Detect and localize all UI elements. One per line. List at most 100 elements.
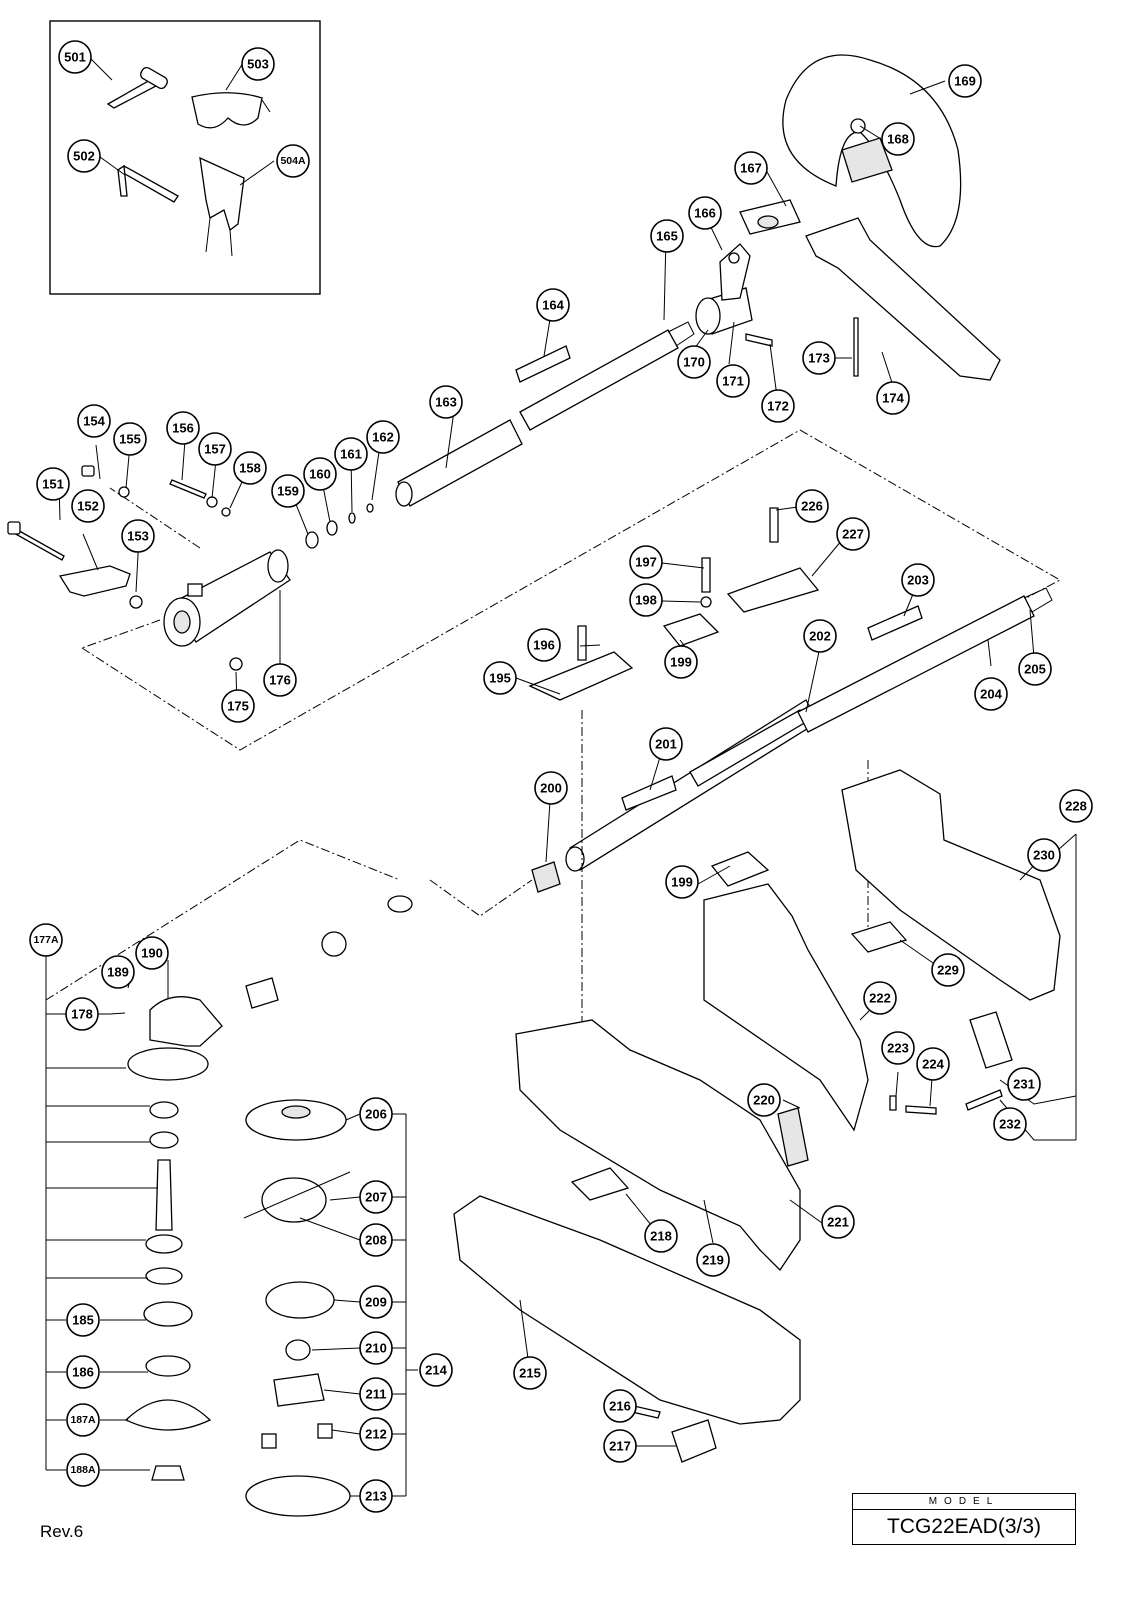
callout-197: 197	[629, 545, 663, 579]
clamp-195-part	[528, 651, 634, 701]
handle-bracket-166-part	[695, 243, 753, 335]
callout-162: 162	[366, 420, 400, 454]
washer-198-part	[700, 596, 712, 608]
guard-215-part	[453, 1195, 801, 1425]
svg-text:196: 196	[533, 638, 555, 653]
svg-text:208: 208	[365, 1233, 387, 1248]
callout-159: 159	[271, 474, 305, 508]
callout-503: 503	[241, 47, 275, 81]
cap-175-part	[229, 657, 243, 671]
guard-222-part	[703, 883, 869, 1132]
svg-text:161: 161	[340, 447, 362, 462]
callout-155: 155	[113, 422, 147, 456]
svg-text:174: 174	[882, 391, 904, 406]
callout-213: 213	[359, 1479, 393, 1513]
callout-196: 196	[527, 628, 561, 662]
svg-text:229: 229	[937, 963, 959, 978]
callout-188A: 188A	[66, 1453, 100, 1487]
svg-text:213: 213	[365, 1489, 387, 1504]
callout-178: 178	[65, 997, 99, 1031]
callout-221: 221	[821, 1205, 855, 1239]
callout-217: 217	[603, 1429, 637, 1463]
gear-stack-parts	[124, 1101, 212, 1481]
washer-158-part	[221, 507, 231, 517]
clamp-229-part	[850, 921, 908, 953]
callout-230: 230	[1027, 838, 1061, 872]
gear-part	[245, 977, 279, 1009]
callout-199-upper: 199	[664, 645, 698, 679]
callout-157: 157	[198, 432, 232, 466]
svg-text:176: 176	[269, 673, 291, 688]
washer-157-part	[206, 496, 218, 508]
svg-text:162: 162	[372, 430, 394, 445]
svg-text:232: 232	[999, 1117, 1021, 1132]
callout-200: 200	[534, 771, 568, 805]
svg-text:156: 156	[172, 421, 194, 436]
svg-text:228: 228	[1065, 799, 1087, 814]
svg-text:168: 168	[887, 132, 909, 147]
callout-187A: 187A	[66, 1403, 100, 1437]
callout-229: 229	[931, 953, 965, 987]
callout-206: 206	[359, 1097, 393, 1131]
svg-text:206: 206	[365, 1107, 387, 1122]
svg-text:221: 221	[827, 1215, 849, 1230]
washer-153-part	[129, 595, 143, 609]
svg-text:502: 502	[73, 149, 95, 164]
callout-228: 228	[1059, 789, 1093, 823]
callout-219: 219	[696, 1243, 730, 1277]
svg-text:195: 195	[489, 671, 511, 686]
callout-158: 158	[233, 451, 267, 485]
svg-text:222: 222	[869, 991, 891, 1006]
bracket-231-part	[969, 1011, 1013, 1069]
svg-text:166: 166	[694, 206, 716, 221]
callout-232: 232	[993, 1107, 1027, 1141]
bearing-part	[321, 931, 347, 957]
accessory-box	[49, 20, 321, 295]
callout-195: 195	[483, 661, 517, 695]
svg-text:169: 169	[954, 74, 976, 89]
svg-text:157: 157	[204, 442, 226, 457]
callout-164: 164	[536, 288, 570, 322]
svg-text:189: 189	[107, 965, 129, 980]
safety-goggles-part	[191, 92, 271, 129]
callout-152: 152	[71, 489, 105, 523]
bolt-154-part	[81, 465, 95, 477]
callout-153: 153	[121, 519, 155, 553]
callout-203: 203	[901, 563, 935, 597]
callout-154: 154	[77, 404, 111, 438]
hex-key-part	[116, 164, 179, 203]
model-name: TCG22EAD(3/3)	[886, 1515, 1042, 1538]
callout-222: 222	[863, 981, 897, 1015]
svg-text:218: 218	[650, 1229, 672, 1244]
callout-167: 167	[734, 151, 768, 185]
bolt-156-part	[169, 479, 207, 499]
clamp-dash-line	[81, 487, 201, 649]
svg-text:211: 211	[366, 1387, 387, 1402]
gear-dash-region	[45, 839, 533, 1001]
lever-152-part	[58, 565, 131, 597]
svg-text:198: 198	[635, 593, 657, 608]
callout-160: 160	[303, 457, 337, 491]
callout-168: 168	[881, 122, 915, 156]
gear-case-part	[127, 996, 223, 1081]
callout-156: 156	[166, 411, 200, 445]
label-164-part	[515, 345, 571, 383]
shaft-201-202-part	[565, 699, 819, 872]
callout-208: 208	[359, 1223, 393, 1257]
shaft-165-part	[519, 321, 695, 431]
svg-text:215: 215	[519, 1366, 541, 1381]
callout-501: 501	[58, 40, 92, 74]
svg-text:224: 224	[922, 1057, 944, 1072]
svg-text:159: 159	[277, 484, 299, 499]
svg-text:205: 205	[1024, 662, 1046, 677]
svg-text:204: 204	[980, 687, 1002, 702]
callout-220: 220	[747, 1083, 781, 1117]
clamp-199-part	[662, 613, 720, 647]
shoulder-harness-part	[199, 156, 245, 257]
bolt-173-part	[853, 317, 859, 377]
svg-text:170: 170	[683, 355, 705, 370]
svg-text:167: 167	[740, 161, 762, 176]
clamp-227-part	[726, 567, 820, 613]
bolt-197-part	[701, 557, 711, 593]
ring-part	[387, 895, 413, 913]
